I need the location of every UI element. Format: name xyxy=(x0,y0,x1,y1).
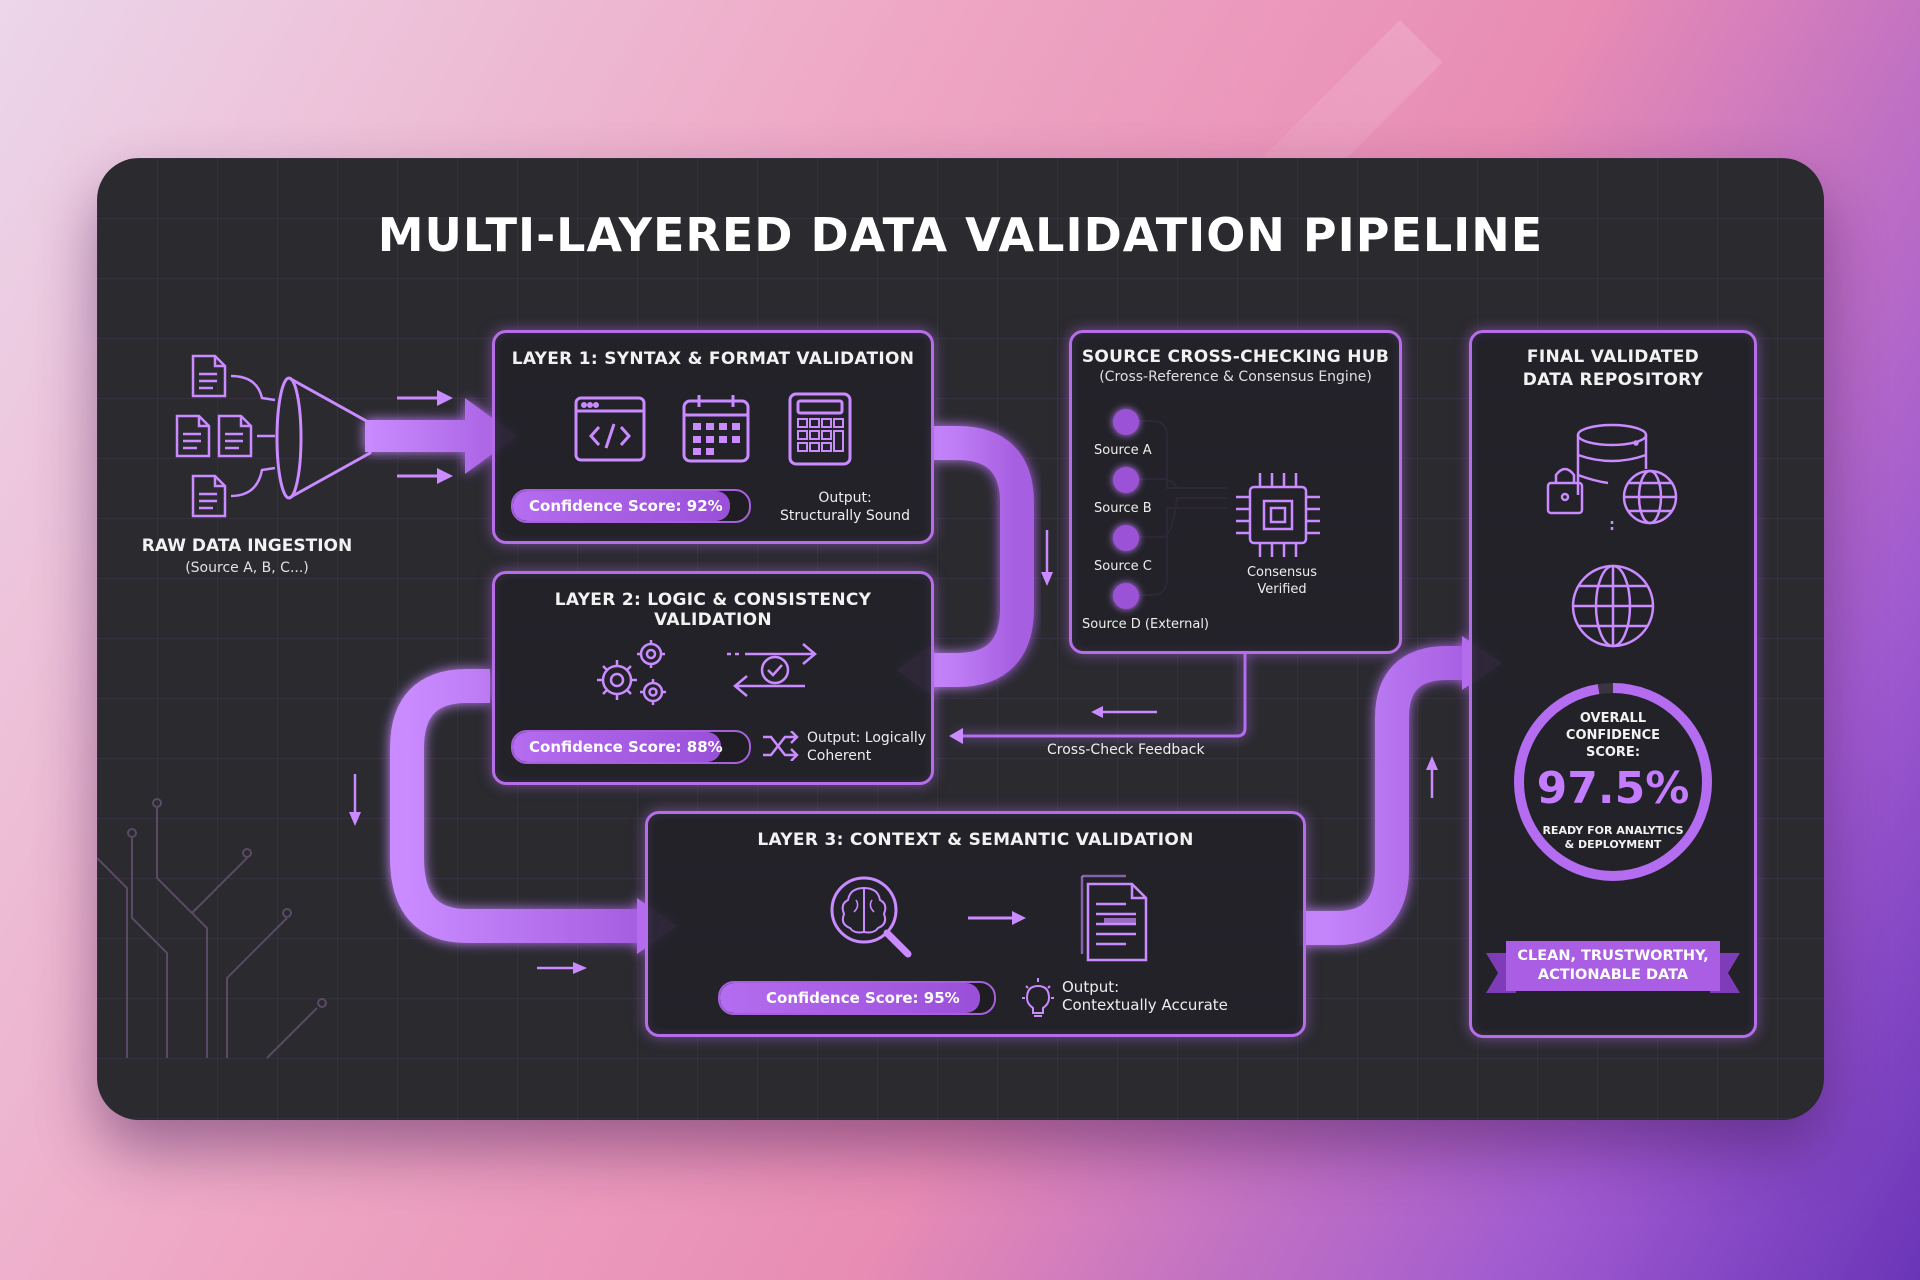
final-repository-box: FINAL VALIDATED DATA REPOSITORY xyxy=(1469,330,1757,1038)
confidence-score-ring xyxy=(1514,683,1712,881)
banner-text: CLEAN, TRUSTWORTHY, ACTIONABLE DATA xyxy=(1506,947,1720,985)
consensus-label: Consensus xyxy=(1246,565,1318,580)
motion-arrowhead xyxy=(1426,756,1438,770)
layer1-output-value: Structurally Sound xyxy=(780,508,910,524)
banner-line1: CLEAN, TRUSTWORTHY, xyxy=(1517,948,1709,964)
layer1-title: LAYER 1: SYNTAX & FORMAT VALIDATION xyxy=(511,349,915,369)
arrow-icon xyxy=(968,911,1026,925)
shuffle-icon xyxy=(763,731,799,761)
layer2-confidence-label: Confidence Score: 88% xyxy=(529,738,723,756)
banner-line2: ACTIONABLE DATA xyxy=(1537,967,1689,983)
layer2-title: LAYER 2: LOGIC & CONSISTENCY VALIDATION xyxy=(554,590,872,630)
calculator-icon xyxy=(788,392,852,466)
funnel-icon xyxy=(275,376,372,500)
layer2-output-label: Output: Logically xyxy=(807,730,927,746)
ingestion-subtitle: (Source A, B, C...) xyxy=(185,560,309,576)
layer1-confidence-bar: Confidence Score: 92% xyxy=(511,489,751,523)
score-label-line2: CONFIDENCE xyxy=(1565,728,1661,743)
globe-icon xyxy=(1571,564,1655,648)
layer2-box: LAYER 2: LOGIC & CONSISTENCY VALIDATION xyxy=(492,571,934,785)
layer2-output: Output: Logically Coherent xyxy=(807,729,931,765)
layer3-output-value: Contextually Accurate xyxy=(1062,996,1228,1014)
chip-icon xyxy=(1236,473,1320,557)
cross-checking-hub: SOURCE CROSS-CHECKING HUB (Cross-Referen… xyxy=(1069,330,1402,654)
verified-label: Verified xyxy=(1257,582,1307,597)
hub-subtitle: (Cross-Reference & Consensus Engine) xyxy=(1099,369,1372,385)
layer1-output-label: Output: xyxy=(818,490,872,506)
brain-magnifier-icon xyxy=(830,876,912,958)
motion-arrowhead xyxy=(1041,572,1053,586)
layer3-confidence-fill xyxy=(720,983,981,1013)
document-icon xyxy=(175,354,276,518)
layer3-confidence-label: Confidence Score: 95% xyxy=(766,989,960,1007)
ribbon-banner xyxy=(1486,941,1740,993)
exchange-check-icon xyxy=(727,643,817,697)
ready-label-line2: & DEPLOYMENT xyxy=(1564,838,1662,851)
pipeline-card: MULTI-LAYERED DATA VALIDATION PIPELINE xyxy=(97,158,1824,1120)
source-d-label: Source D (External) xyxy=(1082,617,1210,632)
document-icon xyxy=(1080,874,1148,962)
feedback-connector xyxy=(949,650,1247,744)
source-b-node xyxy=(1113,467,1139,493)
motion-arrowhead xyxy=(437,390,453,406)
layer3-confidence-bar: Confidence Score: 95% xyxy=(718,981,996,1015)
score-label: OVERALL CONFIDENCE SCORE: xyxy=(1510,710,1716,761)
layer2-confidence-fill xyxy=(513,732,721,762)
motion-arrowhead xyxy=(437,468,453,484)
layer2-output-value: Coherent xyxy=(807,748,872,764)
calendar-icon xyxy=(682,395,750,463)
source-a-label: Source A xyxy=(1094,443,1152,458)
layer1-box: LAYER 1: SYNTAX & FORMAT VALIDATION xyxy=(492,330,934,544)
ready-label-line1: READY FOR ANALYTICS xyxy=(1542,824,1684,837)
hub-title: SOURCE CROSS-CHECKING HUB xyxy=(1081,347,1390,367)
layer3-output-label: Output: xyxy=(1062,978,1120,996)
layer2-confidence-bar: Confidence Score: 88% xyxy=(511,730,751,764)
layer3-box: LAYER 3: CONTEXT & SEMANTIC VALIDATION C… xyxy=(645,811,1306,1037)
layer1-output: Output: Structurally Sound xyxy=(765,489,925,525)
circuit-decoration xyxy=(97,798,327,1059)
gears-icon xyxy=(597,640,666,705)
layer3-output: Output: Contextually Accurate xyxy=(1062,978,1292,1014)
database-icon xyxy=(1546,423,1678,533)
source-a-node xyxy=(1113,409,1139,435)
source-c-label: Source C xyxy=(1094,559,1152,574)
score-label-line3: SCORE: xyxy=(1585,745,1641,760)
motion-arrowhead xyxy=(349,812,361,826)
lightbulb-icon xyxy=(1022,978,1054,1017)
overall-score: 97.5% xyxy=(1536,763,1690,814)
source-c-node xyxy=(1113,525,1139,551)
ready-label: READY FOR ANALYTICS & DEPLOYMENT xyxy=(1510,824,1716,852)
layer1-confidence-fill xyxy=(513,491,731,521)
page-title: MULTI-LAYERED DATA VALIDATION PIPELINE xyxy=(377,208,1544,262)
code-window-icon xyxy=(574,396,646,462)
source-b-label: Source B xyxy=(1094,501,1152,516)
ingestion-title: RAW DATA INGESTION xyxy=(141,536,353,556)
funnel-arrow xyxy=(365,398,517,474)
layer3-title: LAYER 3: CONTEXT & SEMANTIC VALIDATION xyxy=(757,830,1194,850)
source-d-node xyxy=(1113,583,1139,609)
confidence-score-arc xyxy=(1514,683,1712,881)
motion-arrowhead xyxy=(573,962,587,974)
layer1-confidence-label: Confidence Score: 92% xyxy=(529,497,723,515)
repository-title-line1: FINAL VALIDATED xyxy=(1526,347,1700,367)
feedback-label: Cross-Check Feedback xyxy=(1047,742,1205,758)
score-label-line1: OVERALL xyxy=(1579,711,1647,726)
repository-title-line2: DATA REPOSITORY xyxy=(1522,370,1704,390)
